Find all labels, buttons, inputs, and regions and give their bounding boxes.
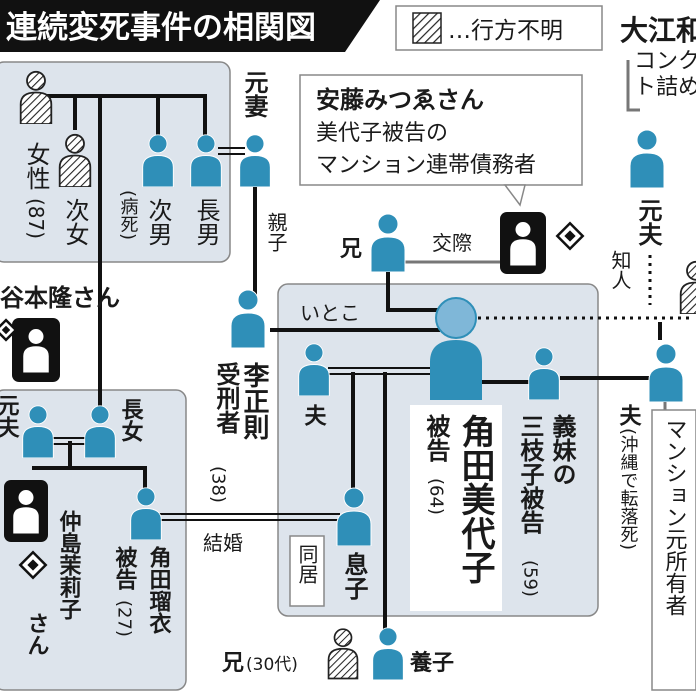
legend-label: …行方不明 [448,18,563,44]
otto-right-label: 夫 [616,404,642,427]
dokyo-label: 同居 [295,544,319,584]
musuko-label: 息子 [340,551,368,601]
ando-line2: マンション連帯債務者 [316,153,536,178]
otto-right-person-icon [648,343,684,402]
oe-note-line1: コンクリ [634,49,696,74]
mansion-owner-label: マンション元所有者 [662,418,688,616]
ruri-name: 角田瑠衣 [146,545,172,635]
ando-diamond-icon [555,221,585,251]
li-person-icon [230,289,266,348]
kekkon-label: 結婚 [203,531,243,555]
yoshi-person-icon [372,627,404,680]
dokyo-box [289,535,325,607]
ando-name: 安藤みつゑさん [316,86,484,114]
itoko-label: いとこ [300,301,360,325]
family-group-top [0,61,231,263]
ruri-age: (27) [114,600,135,637]
takashi-diamond-icon [0,318,18,342]
jinan-label: 次男 [144,198,172,246]
nakashima-label: 仲島茉莉子 [56,509,82,621]
nakashima-person-icon [4,480,48,542]
oe-person-icon [679,260,696,314]
ani-bottom-person-icon [327,628,359,680]
takashi-label: 谷本隆さん [0,284,120,312]
oyako-label: 親子 [264,212,288,252]
ani-bottom-label: 兄 [221,651,244,676]
miyoko-name: 角田美代子 [455,414,496,584]
hatch-swatch [412,12,442,44]
chijin-label: 知人 [608,250,632,290]
family-group-left [0,389,187,691]
nakashima-diamond-icon [18,550,48,580]
moto-otto-person-icon [629,129,665,188]
miyoko-label-box [410,405,502,611]
miyoko-person-icon [430,297,482,400]
josei-age: (87) [24,198,48,239]
motozuma-label: 元妻 [240,70,268,119]
oe-header: 大江和 コンクリ ト詰め [620,14,696,112]
diamond-markers [0,221,585,580]
chonan-label: 長男 [192,198,220,246]
mieko-age: (59) [520,560,541,597]
oe-name: 大江和 [620,14,696,47]
moto-fu-label: 元夫 [0,394,20,439]
motozuma-person-icon [239,134,271,187]
miyoko-age: (64) [426,478,447,515]
mieko-label: 三枝子被告 [516,414,544,535]
san-label: さん [24,612,49,656]
chojo-label: 長女 [118,398,144,443]
ani-top-person-icon [370,213,406,272]
yoshi-label: 養子 [410,650,454,676]
li-suffix: 受刑者 [212,361,240,434]
ruri-suffix: 被告 [112,546,138,591]
page-title: 連続変死事件の相関図 [6,10,316,46]
mansion-owner-box [651,409,696,691]
kosai-label: 交際 [432,231,472,255]
ando-person-icon [500,212,546,274]
info-box: 安藤みつゑさん 美代子被告の マンション連帯債務者 [299,74,583,207]
miyoko-suffix: 被告 [422,414,450,463]
persons [4,70,696,680]
jijo-label: 次女 [61,198,89,246]
legend: …行方不明 [395,5,603,51]
li-age: (38) [208,466,229,503]
takashi-person-icon [12,318,60,382]
otto-left-label: 夫 [301,404,327,427]
labels: 元妻 女性 (87) 次女 (病死) 次男 長男 親子 兄 交際 元夫 知人 い… [0,70,696,691]
ando-line1: 美代子被告の [316,121,448,146]
okinawa-label: (沖縄で転落死) [618,428,639,550]
jinan-note: (病死) [118,190,139,240]
li-name: 李正則 [239,362,270,440]
gimai-label: 義妹の [548,413,576,486]
moto-otto-label: 元夫 [634,198,662,247]
title-bar: 連続変死事件の相関図 [0,0,380,52]
ani-top-label: 兄 [339,237,362,262]
josei-label: 女性 [22,142,50,190]
oe-note-line2: ト詰め [634,75,696,100]
ani-bottom-age: (30代) [246,655,298,675]
